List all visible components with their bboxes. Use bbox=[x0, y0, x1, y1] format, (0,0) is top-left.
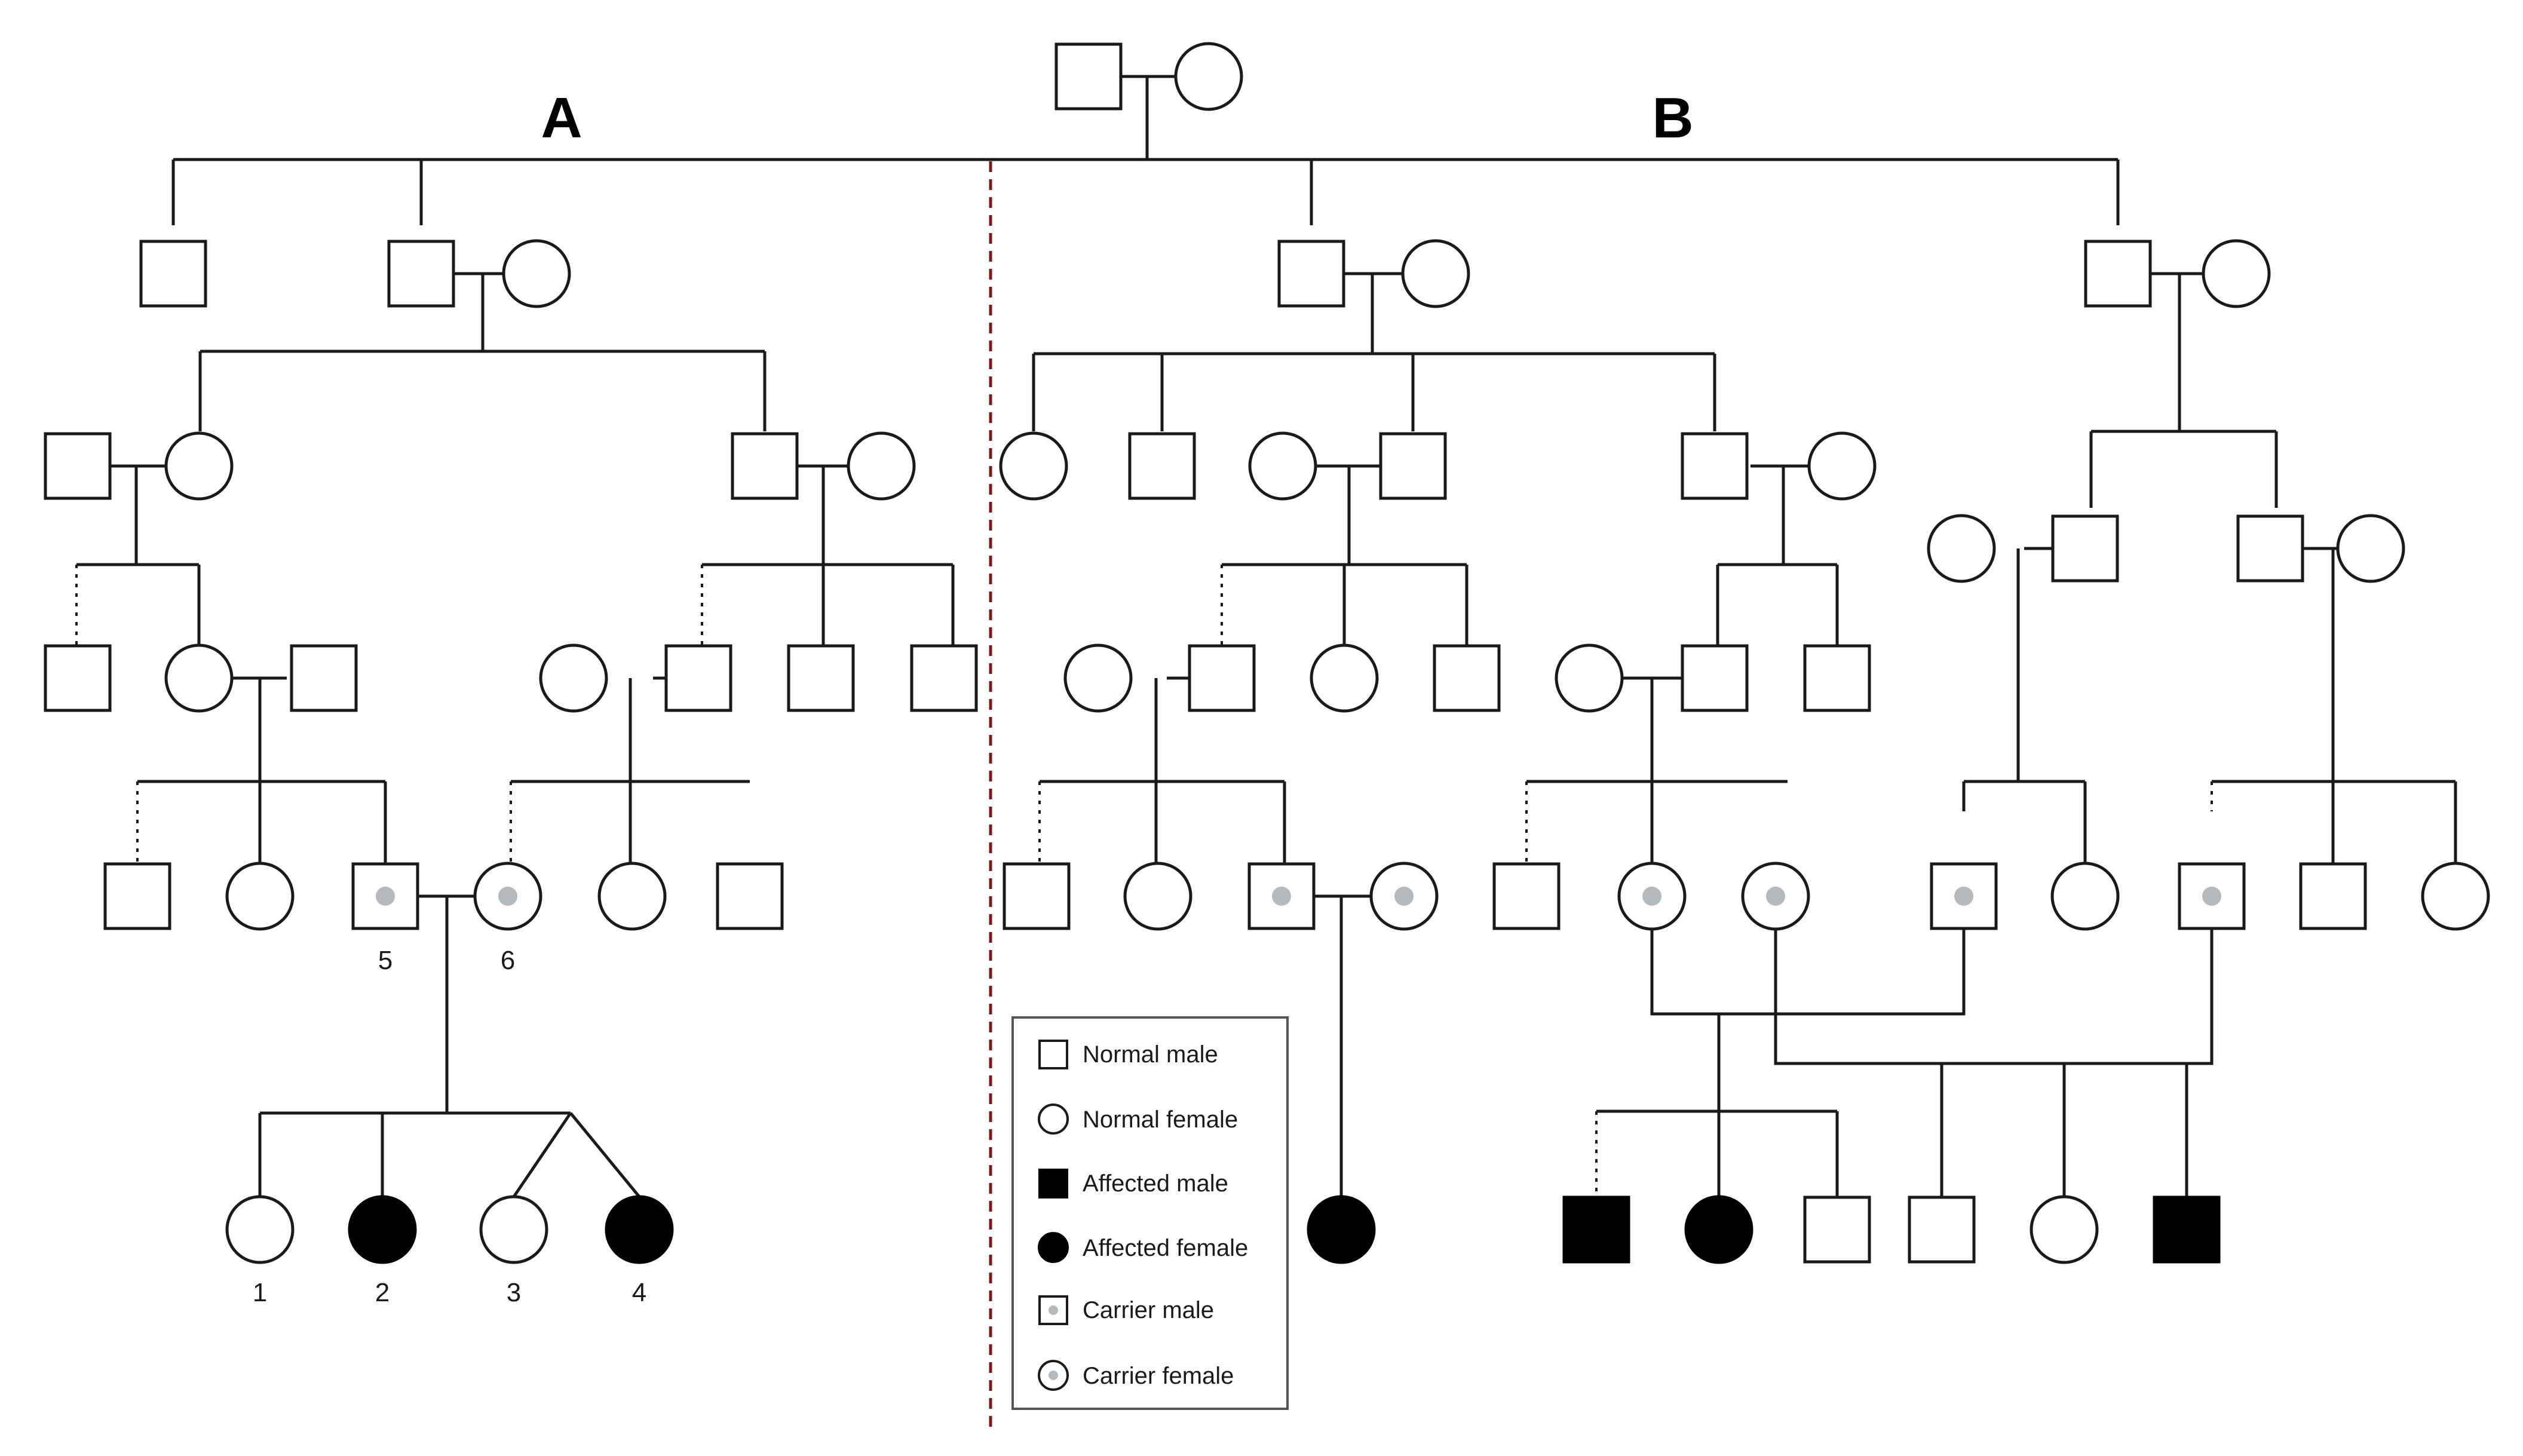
carrier-female-symbol bbox=[1369, 862, 1439, 931]
pedigree-lines bbox=[76, 75, 2457, 1198]
male-symbol bbox=[2084, 240, 2152, 308]
female-symbol bbox=[1248, 431, 1317, 501]
affected-female-symbol bbox=[348, 1195, 417, 1264]
affected-female-symbol bbox=[1307, 1195, 1376, 1264]
legend-normal-male: Normal male bbox=[1038, 1040, 1218, 1069]
female-symbol bbox=[502, 239, 571, 308]
legend-label: Carrier female bbox=[1083, 1363, 1234, 1389]
legend: Normal male Normal female Affected male … bbox=[1011, 1016, 1289, 1410]
legend-label: Affected male bbox=[1083, 1170, 1228, 1197]
affected-female-symbol bbox=[605, 1195, 674, 1264]
legend-affected-male: Affected male bbox=[1038, 1169, 1228, 1198]
male-symbol bbox=[716, 862, 784, 930]
male-symbol bbox=[2051, 514, 2119, 583]
section-label-b: B bbox=[1652, 86, 1693, 150]
female-symbol bbox=[1174, 42, 1243, 111]
individual-number-6: 6 bbox=[501, 946, 515, 975]
carrier-male-symbol bbox=[1930, 862, 1998, 930]
male-symbol bbox=[1908, 1196, 1976, 1264]
individual-number-4: 4 bbox=[632, 1278, 646, 1307]
male-symbol bbox=[1188, 644, 1256, 712]
legend-label: Normal female bbox=[1083, 1106, 1238, 1133]
legend-label: Normal male bbox=[1083, 1041, 1218, 1068]
female-symbol bbox=[999, 431, 1068, 501]
male-symbol bbox=[1681, 432, 1749, 500]
affected-male-symbol bbox=[1562, 1196, 1630, 1264]
legend-affected-female: Affected female bbox=[1038, 1232, 1248, 1263]
male-symbol bbox=[103, 862, 171, 930]
carrier-female-symbol bbox=[1741, 862, 1810, 931]
female-symbol bbox=[225, 862, 295, 931]
legend-carrier-male: Carrier male bbox=[1038, 1295, 1214, 1325]
legend-normal-female: Normal female bbox=[1038, 1104, 1238, 1135]
section-label-a: A bbox=[541, 86, 582, 150]
male-symbol bbox=[664, 644, 732, 712]
carrier-male-symbol bbox=[2178, 862, 2246, 930]
female-symbol bbox=[1807, 431, 1877, 501]
female-symbol bbox=[847, 431, 916, 501]
individual-number-3: 3 bbox=[507, 1278, 521, 1307]
male-symbol bbox=[731, 432, 799, 500]
female-symbol bbox=[1555, 643, 1624, 713]
male-symbol bbox=[1433, 644, 1501, 712]
male-symbol bbox=[1379, 432, 1447, 500]
female-symbol bbox=[597, 862, 667, 931]
individual-number-1: 1 bbox=[253, 1278, 267, 1307]
female-symbol bbox=[225, 1195, 295, 1264]
female-symbol bbox=[539, 643, 608, 713]
male-symbol bbox=[1277, 240, 1345, 308]
female-symbol bbox=[164, 643, 234, 713]
male-symbol bbox=[910, 644, 978, 712]
female-symbol bbox=[1927, 514, 1996, 583]
female-symbol bbox=[2336, 514, 2405, 583]
male-symbol bbox=[44, 644, 112, 712]
male-symbol bbox=[139, 240, 207, 308]
female-symbol bbox=[1310, 643, 1379, 713]
affected-male-symbol bbox=[2153, 1196, 2221, 1264]
legend-label: Affected female bbox=[1083, 1235, 1248, 1261]
legend-label: Carrier male bbox=[1083, 1297, 1214, 1323]
male-symbol bbox=[1492, 862, 1561, 930]
male-symbol bbox=[2236, 514, 2304, 583]
female-symbol bbox=[1063, 643, 1133, 713]
carrier-male-symbol bbox=[351, 862, 419, 930]
female-symbol bbox=[1123, 862, 1192, 931]
female-symbol bbox=[2202, 239, 2271, 308]
male-symbol bbox=[1803, 1196, 1871, 1264]
female-symbol bbox=[2050, 862, 2120, 931]
carrier-female-symbol bbox=[473, 862, 542, 931]
individual-number-2: 2 bbox=[375, 1278, 390, 1307]
male-symbol bbox=[1681, 644, 1749, 712]
male-symbol bbox=[1128, 432, 1196, 500]
male-symbol bbox=[1054, 42, 1123, 111]
affected-female-symbol bbox=[1684, 1195, 1753, 1264]
male-symbol bbox=[44, 432, 112, 500]
female-symbol bbox=[164, 431, 234, 501]
female-symbol bbox=[2030, 1195, 2099, 1264]
individual-number-5: 5 bbox=[378, 946, 393, 975]
male-symbol bbox=[2299, 862, 2367, 930]
male-symbol bbox=[787, 644, 855, 712]
male-symbol bbox=[387, 240, 455, 308]
pedigree-stub-lines bbox=[75, 565, 2213, 1197]
female-symbol bbox=[2421, 862, 2490, 931]
legend-carrier-female: Carrier female bbox=[1038, 1360, 1234, 1391]
male-symbol bbox=[1003, 862, 1071, 930]
female-symbol bbox=[479, 1195, 548, 1264]
carrier-male-symbol bbox=[1247, 862, 1316, 930]
carrier-female-symbol bbox=[1617, 862, 1687, 931]
male-symbol bbox=[290, 644, 358, 712]
male-symbol bbox=[1803, 644, 1871, 712]
female-symbol bbox=[1401, 239, 1470, 308]
